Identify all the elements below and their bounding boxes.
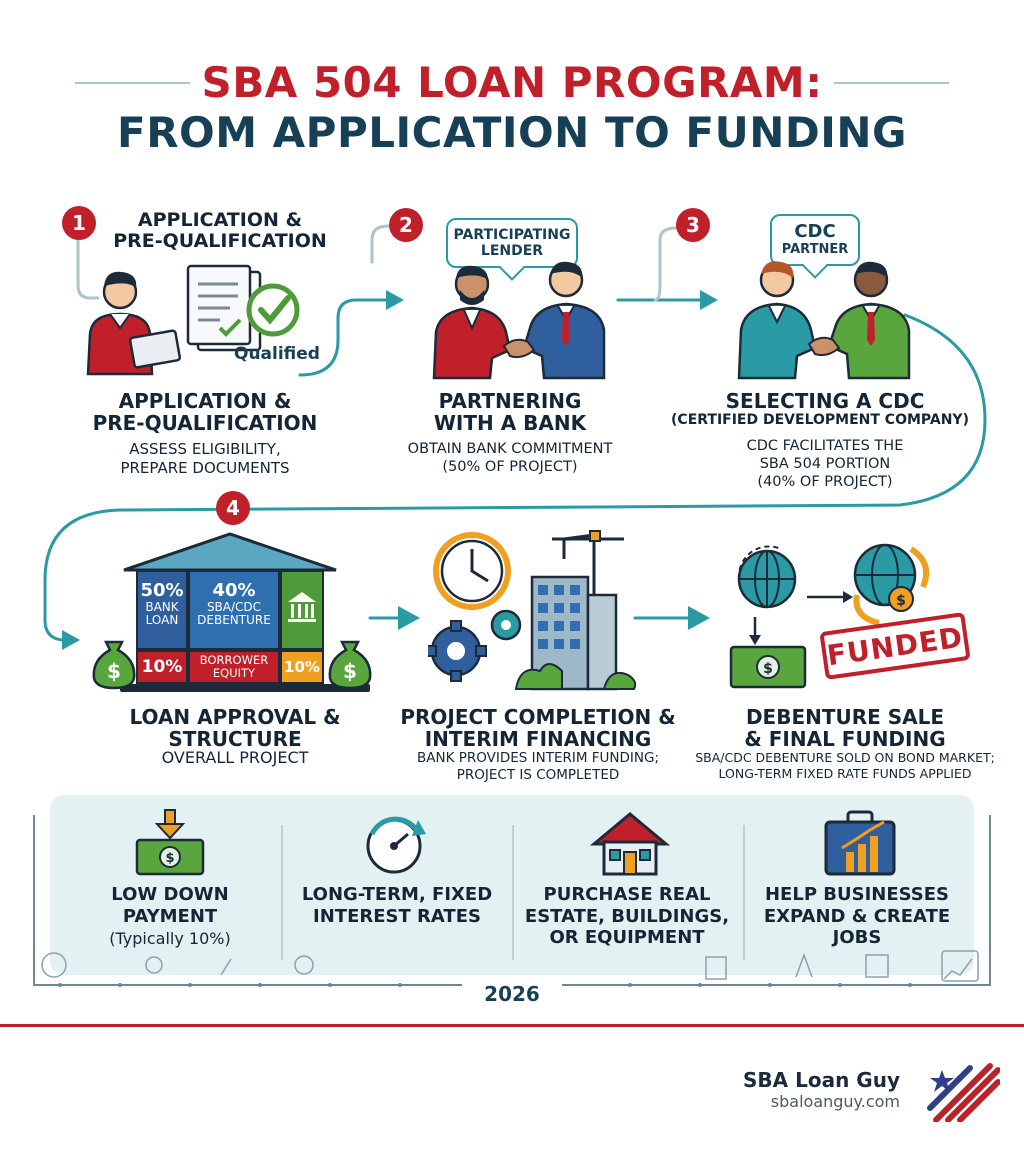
title-rule-right [834, 82, 949, 84]
footer-divider [0, 1024, 1024, 1027]
building-base [120, 684, 370, 692]
bank-handshake-icon [432, 261, 606, 380]
svg-text:$: $ [165, 851, 174, 866]
benefit-1-title: LOW DOWN PAYMENT [111, 884, 229, 927]
step-1-badge: 1 [62, 206, 96, 240]
participating-lender-bubble: PARTICIPATING LENDER [446, 218, 578, 268]
step-6-description: SBA/CDC DEBENTURE SOLD ON BOND MARKET; L… [695, 750, 995, 781]
bank-loan-pct: 50% [140, 580, 184, 601]
qualified-badge-label: Qualified [234, 344, 320, 364]
equity-pct-left: 10% [136, 650, 188, 684]
title-rule-left [75, 82, 190, 84]
sba-debenture-block: 40% SBA/CDC DEBENTURE [188, 570, 280, 650]
page-title-line2: FROM APPLICATION TO FUNDING [117, 108, 907, 157]
svg-text:$: $ [107, 659, 121, 683]
step-5-description: BANK PROVIDES INTERIM FUNDING; PROJECT I… [416, 750, 660, 783]
step-4-description: OVERALL PROJECT [161, 748, 309, 767]
money-bag-left-icon: $ [92, 640, 136, 690]
borrower-equity-block: BORROWER EQUITY [188, 650, 280, 684]
sba-debenture-label: SBA/CDC DEBENTURE [197, 600, 271, 628]
step-1-top-label: APPLICATION & PRE-QUALIFICATION [113, 209, 327, 252]
step-3-heading: SELECTING A CDC [725, 389, 925, 413]
step-3-heading-sub: (CERTIFIED DEVELOPMENT COMPANY) [671, 412, 969, 428]
gauge-icon [366, 816, 426, 874]
svg-text:$: $ [896, 593, 906, 609]
cdc-bubble-sub: PARTNER [781, 241, 849, 257]
applicant-document-icon [86, 264, 300, 376]
sba-debenture-pct: 40% [212, 580, 256, 601]
cdc-bubble-title: CDC [794, 221, 836, 243]
step-3-badge: 3 [676, 208, 710, 242]
benefit-divider-2 [512, 825, 514, 960]
house-icon [590, 812, 670, 876]
construction-clock-gears-icon [428, 530, 637, 691]
svg-text:$: $ [763, 661, 773, 677]
bank-loan-label: BANK LOAN [145, 600, 179, 628]
borrower-equity-label: BORROWER EQUITY [199, 653, 269, 680]
briefcase-growth-icon [824, 810, 896, 876]
bank-columns-block [280, 570, 324, 650]
bond-market-globe-icon: $ $ [729, 543, 929, 689]
benefit-divider-3 [743, 825, 745, 960]
step-4-badge: 4 [216, 491, 250, 525]
benefit-4-title: HELP BUSINESSES EXPAND & CREATE JOBS [763, 884, 951, 949]
bank-building-icon [288, 592, 316, 622]
building-roof-icon [123, 532, 337, 572]
bank-loan-block: 50% BANK LOAN [136, 570, 188, 650]
benefit-1-note: (Typically 10%) [109, 929, 231, 948]
step-2-description: OBTAIN BANK COMMITMENT (50% OF PROJECT) [407, 441, 613, 476]
cdc-handshake-icon [737, 261, 911, 380]
year-label: 2026 [462, 982, 562, 1006]
step-4-heading: LOAN APPROVAL & STRUCTURE [129, 705, 341, 751]
step-6-heading: DEBENTURE SALE & FINAL FUNDING [744, 705, 946, 751]
equity-pct-left-text: 10% [141, 657, 183, 677]
brand-url[interactable]: sbaloanguy.com [770, 1092, 900, 1111]
loan-structure-diagram: 50% BANK LOAN 40% SBA/CDC DEBENTURE 10% … [90, 530, 372, 695]
step-1-heading: APPLICATION & PRE-QUALIFICATION [92, 389, 318, 435]
money-bag-right-icon: $ [328, 640, 372, 690]
brand-flag-logo-icon [927, 1063, 1000, 1122]
equity-pct-right-text: 10% [284, 658, 320, 676]
cash-down-icon: $ [135, 809, 205, 876]
benefits-frame [33, 815, 991, 987]
benefit-divider-1 [281, 825, 283, 960]
brand-name: SBA Loan Guy [743, 1068, 900, 1092]
benefit-3-title: PURCHASE REAL ESTATE, BUILDINGS, OR EQUI… [524, 884, 730, 949]
svg-text:$: $ [343, 659, 357, 683]
step-5-heading: PROJECT COMPLETION & INTERIM FINANCING [400, 705, 676, 751]
participating-lender-label: PARTICIPATING LENDER [453, 226, 571, 259]
step-3-description: CDC FACILITATES THE SBA 504 PORTION (40%… [746, 438, 904, 491]
page-title-line1: SBA 504 LOAN PROGRAM: [201, 58, 823, 107]
equity-pct-right: 10% [280, 650, 324, 684]
cdc-partner-bubble: CDC PARTNER [770, 214, 860, 266]
benefit-2-title: LONG-TERM, FIXED INTEREST RATES [301, 884, 493, 927]
step-1-description: ASSESS ELIGIBILITY, PREPARE DOCUMENTS [120, 440, 290, 477]
step-2-heading: PARTNERING WITH A BANK [433, 389, 587, 435]
flow-connectors [43, 224, 987, 650]
step-2-badge: 2 [389, 208, 423, 242]
footer-decor-icons [41, 950, 979, 982]
